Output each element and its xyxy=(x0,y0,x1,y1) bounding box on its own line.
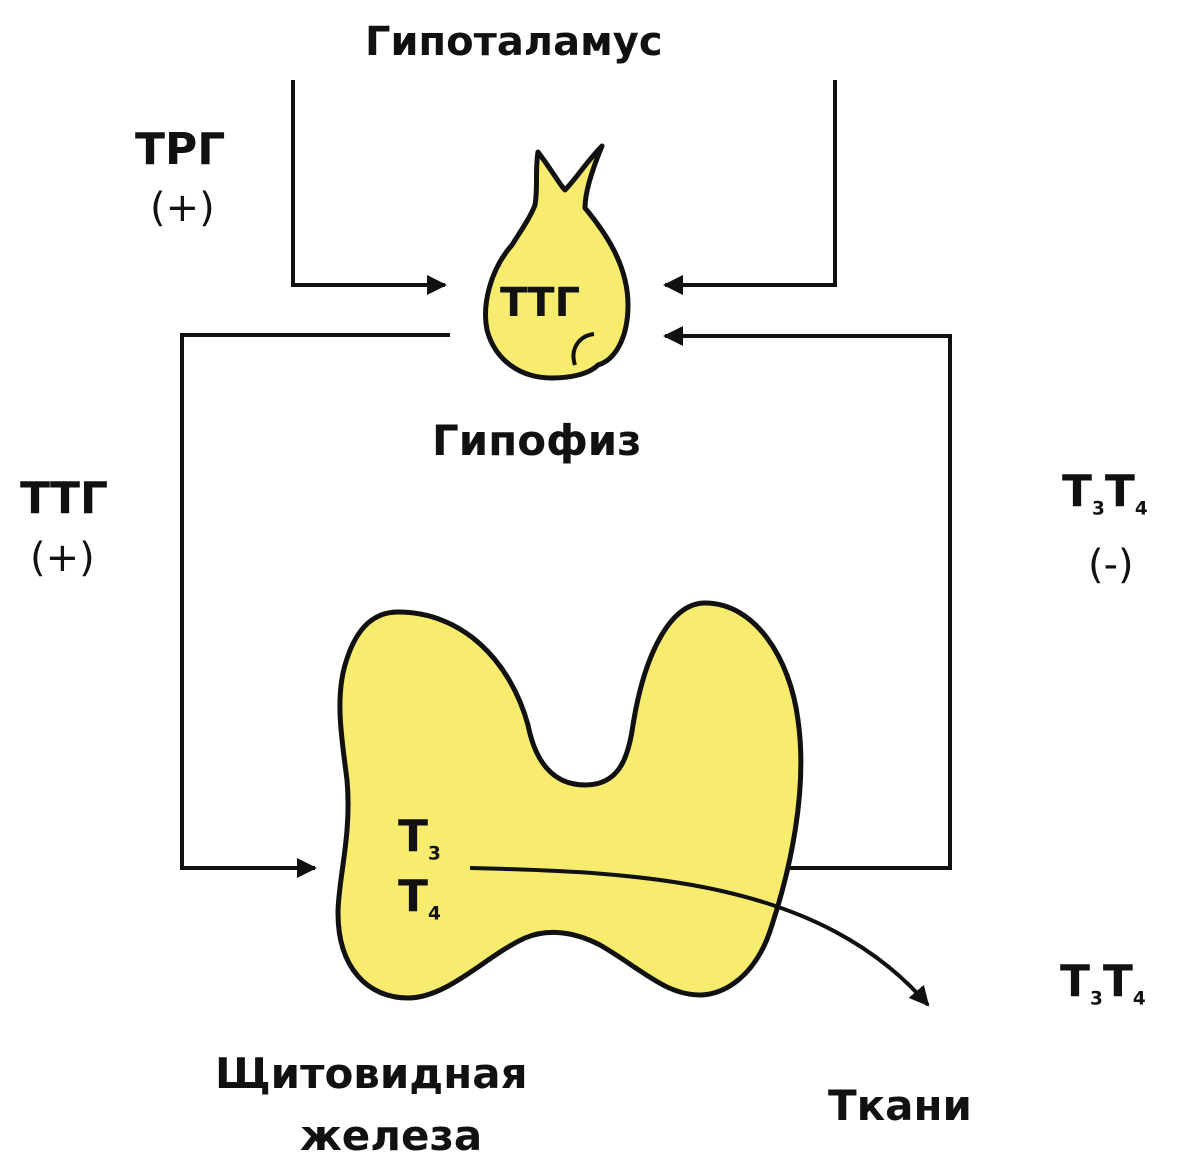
feedback-sign: (-) xyxy=(1088,545,1134,585)
tissues-label: Ткани xyxy=(828,1085,972,1127)
thyroid-label-line1: Щитовидная xyxy=(215,1053,528,1095)
gland-t4-label: T4 xyxy=(398,875,441,924)
hypothalamus-right-path-line xyxy=(665,80,835,285)
gland-t3-label: T3 xyxy=(398,815,441,864)
trg-path-line xyxy=(293,80,445,285)
ttg-label: ТТГ xyxy=(20,477,108,521)
trg-sign: (+) xyxy=(150,188,215,228)
pituitary-hormone-label: ТТГ xyxy=(500,283,580,323)
pituitary-label: Гипофиз xyxy=(432,420,642,462)
ttg-sign: (+) xyxy=(30,538,95,578)
trg-label: ТРГ xyxy=(135,128,225,172)
pituitary-gland xyxy=(486,146,628,378)
thyroid-gland xyxy=(338,603,801,998)
feedback-hormones-label: T3T4 xyxy=(1062,470,1148,519)
hypothalamus-label: Гипоталамус xyxy=(365,22,663,62)
tissue-hormones-label: T3T4 xyxy=(1060,960,1146,1009)
thyroid-label-line2: железа xyxy=(300,1115,482,1157)
